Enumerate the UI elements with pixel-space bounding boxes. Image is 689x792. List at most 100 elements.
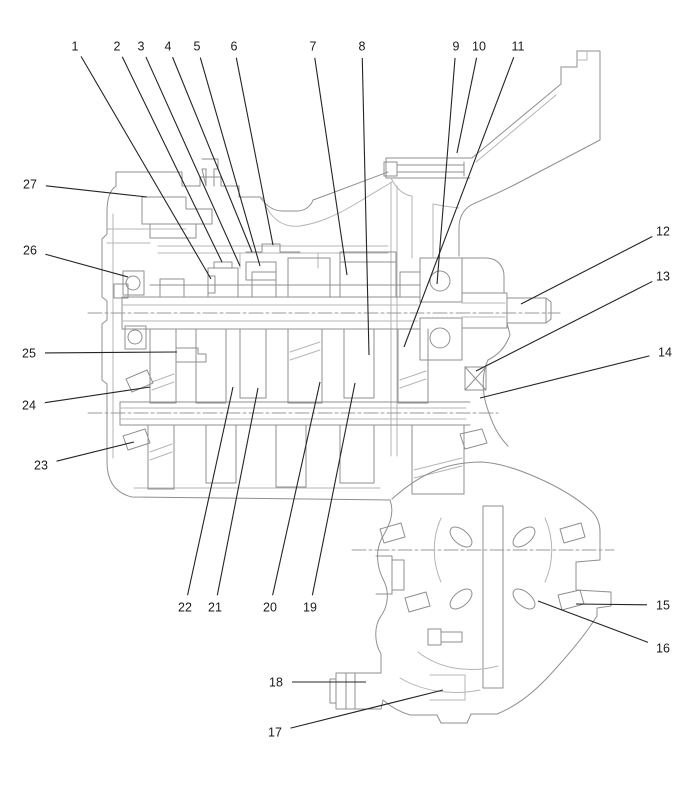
- gear-a4: [287, 257, 331, 298]
- callout-22: 22: [178, 386, 234, 615]
- diff-bolt: [427, 628, 463, 646]
- flange-outline: [458, 50, 601, 257]
- callout-7: 7: [310, 40, 348, 276]
- diff-pinion-shaft: [482, 505, 504, 689]
- leader-line-8: [361, 57, 370, 356]
- callout-number-5: 5: [194, 40, 201, 54]
- callout-number-19: 19: [303, 601, 317, 615]
- callout-number-11: 11: [512, 40, 525, 54]
- end-cover-plate: [141, 196, 213, 239]
- drawing-layer: [87, 50, 615, 724]
- diff-housing-bottom: [380, 615, 598, 724]
- leader-line-1: [80, 56, 212, 280]
- leader-line-17: [290, 689, 444, 729]
- taper-bearing-output: [464, 366, 487, 391]
- callout-1: 1: [72, 40, 212, 280]
- leader-line-3: [145, 56, 241, 267]
- leader-line-2: [121, 56, 223, 263]
- governor-cover: [429, 674, 466, 701]
- callout-number-3: 3: [138, 40, 145, 54]
- gear-m3: [239, 328, 267, 399]
- callout-number-18: 18: [269, 676, 283, 690]
- callout-16: 16: [537, 600, 670, 656]
- gear-m4: [287, 328, 323, 404]
- diff-housing-right: [391, 461, 612, 617]
- taper-bearing-left-lower: [122, 428, 151, 451]
- reverse-idler-parts: [245, 243, 301, 281]
- callout-26: 26: [23, 244, 129, 278]
- bearing-boss-lower: [419, 317, 463, 361]
- bevel-gear-2: [512, 526, 536, 548]
- leader-line-21: [216, 387, 259, 596]
- leader-line-9: [436, 57, 456, 285]
- housing-joint-lines: [390, 181, 398, 457]
- leader-line-14: [479, 355, 650, 399]
- output-shaft-inner: [461, 302, 506, 318]
- oil-seal: [113, 283, 129, 299]
- callout-4: 4: [165, 40, 253, 253]
- ball-bearing-upper-left: [125, 275, 141, 291]
- ball-bearing-lower-left: [127, 329, 143, 345]
- callout-number-25: 25: [22, 347, 36, 361]
- leader-line-10: [456, 57, 478, 154]
- callout-number-17: 17: [268, 726, 282, 740]
- callout-number-23: 23: [34, 459, 48, 473]
- leader-line-13: [475, 280, 653, 372]
- callout-6: 6: [231, 40, 274, 246]
- callout-number-12: 12: [656, 225, 670, 239]
- callout-27: 27: [23, 178, 148, 198]
- gear-l4: [339, 424, 375, 484]
- output-shaft: [461, 292, 552, 329]
- leader-line-4: [172, 56, 253, 253]
- leader-line-12: [520, 235, 653, 305]
- callout-18: 18: [269, 676, 366, 690]
- callout-25: 25: [22, 347, 178, 361]
- diff-bearing-lu: [379, 522, 406, 544]
- ball-bearing-lower-left-race: [124, 325, 147, 350]
- side-gear-arcs: [433, 517, 553, 583]
- callout-number-26: 26: [23, 244, 37, 258]
- gear-a1: [159, 278, 185, 298]
- diff-bearing-ru: [559, 522, 586, 544]
- taper-bearing-left-upper: [125, 369, 154, 393]
- gear-l3: [275, 424, 307, 488]
- callout-number-22: 22: [178, 601, 192, 615]
- callout-20: 20: [263, 381, 321, 615]
- output-hub-bottom: [487, 322, 511, 361]
- diff-housing-left: [375, 499, 393, 674]
- ball-bearing-upper-left-race: [122, 270, 145, 296]
- leader-line-24: [44, 386, 151, 404]
- leader-line-27: [45, 185, 148, 198]
- callout-number-21: 21: [208, 601, 222, 615]
- leader-line-19: [311, 382, 356, 596]
- callout-number-27: 27: [23, 178, 37, 192]
- output-hub-top: [461, 257, 505, 294]
- gear-m2: [195, 328, 227, 404]
- leader-line-6: [235, 57, 274, 246]
- taper-bearing-right-lower: [459, 428, 488, 450]
- case-interior-steps: [106, 228, 187, 244]
- gear-l1: [147, 424, 175, 490]
- synchro-hub: [207, 261, 239, 298]
- callout-number-8: 8: [359, 40, 366, 54]
- callout-19: 19: [303, 382, 356, 615]
- gear-hatching-mid: [151, 341, 427, 391]
- callout-21: 21: [208, 387, 259, 615]
- flange-boss: [385, 157, 473, 179]
- counter-shaft-inner: [119, 407, 467, 420]
- callout-number-6: 6: [231, 40, 238, 54]
- leader-line-25: [44, 351, 178, 354]
- callout-number-4: 4: [165, 40, 172, 54]
- shift-rail: [157, 245, 389, 269]
- callout-14: 14: [479, 346, 672, 399]
- case-left-outline: [101, 185, 391, 501]
- callout-number-15: 15: [656, 599, 670, 613]
- leader-line-11: [403, 57, 515, 348]
- callout-15: 15: [575, 599, 670, 613]
- callout-number-2: 2: [114, 40, 121, 54]
- bevel-gear-3: [449, 588, 473, 610]
- callout-10: 10: [456, 40, 486, 154]
- callout-5: 5: [194, 40, 261, 267]
- final-drive-pinion: [411, 424, 465, 495]
